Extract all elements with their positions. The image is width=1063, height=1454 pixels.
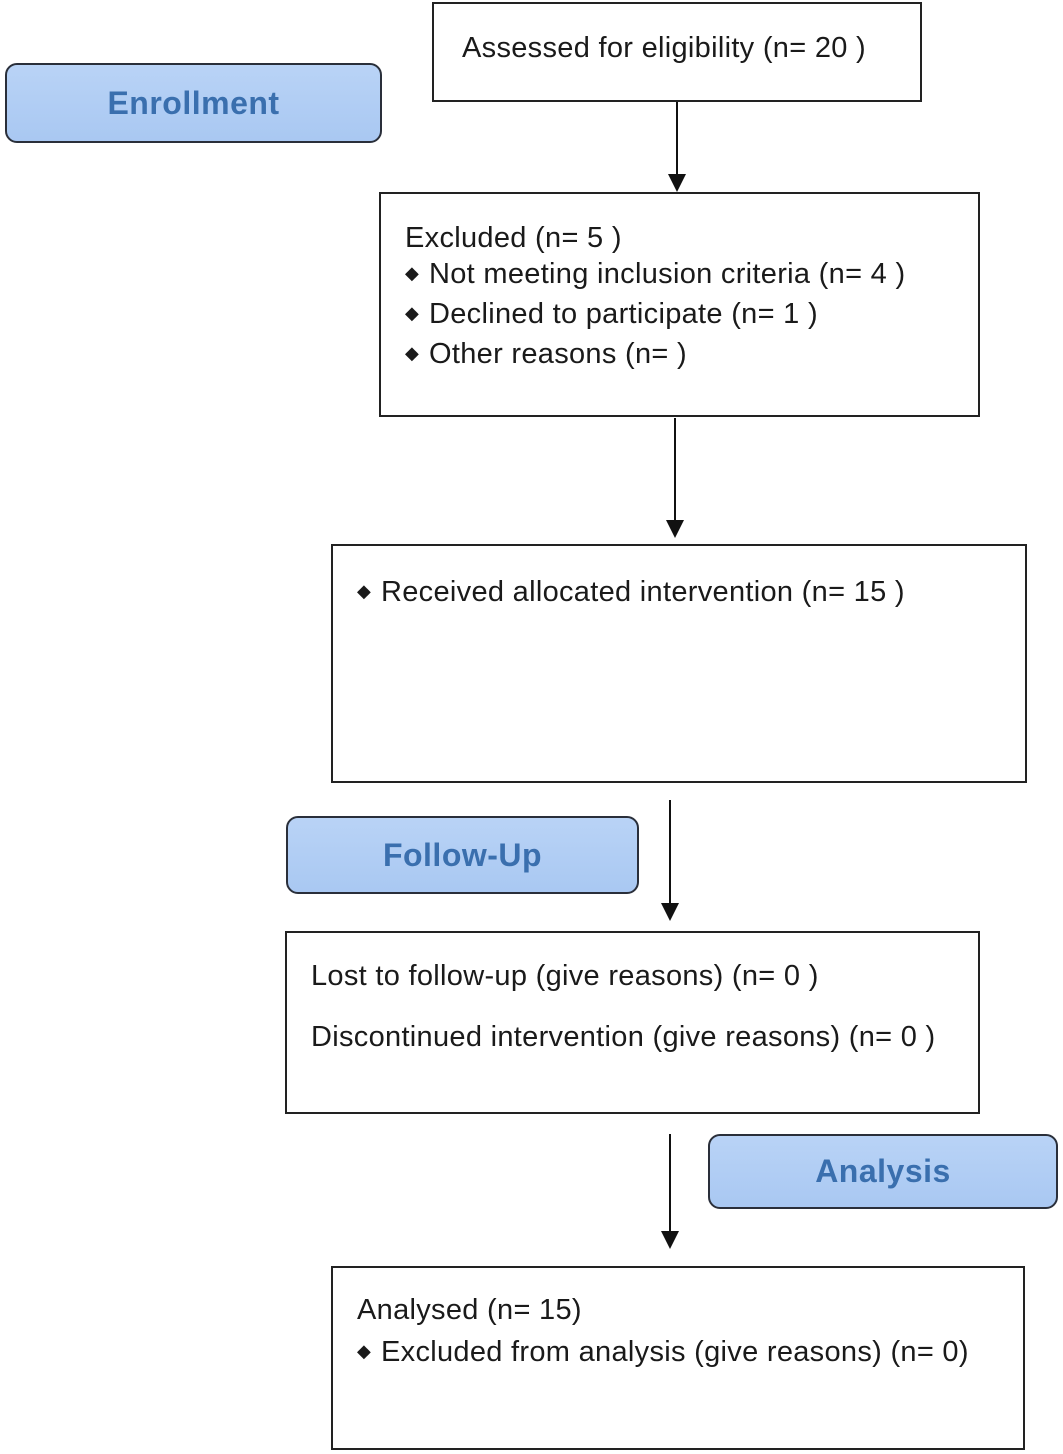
excluded-title: Excluded (n= 5 ): [405, 222, 622, 254]
stage-analysis: Analysis: [708, 1134, 1058, 1209]
lost-to-followup-text: Lost to follow-up (give reasons) (n= 0 ): [311, 960, 819, 992]
excluded-item: ◆Other reasons (n= ): [405, 338, 687, 370]
assessed-text: Assessed for eligibility (n= 20 ): [462, 32, 866, 64]
allocation-item: ◆Received allocated intervention (n= 15 …: [357, 576, 905, 608]
diamond-bullet-icon: ◆: [357, 580, 372, 601]
arrow-assessed-to-excluded: [668, 102, 686, 192]
diamond-bullet-icon: ◆: [357, 1340, 372, 1361]
analysed-title: Analysed (n= 15): [357, 1294, 582, 1326]
analysed-item: ◆Excluded from analysis (give reasons) (…: [357, 1336, 969, 1368]
diamond-bullet-icon: ◆: [405, 342, 420, 363]
diamond-bullet-icon: ◆: [405, 302, 420, 323]
stage-enrollment: Enrollment: [5, 63, 382, 143]
analysed-box: Analysed (n= 15) ◆Excluded from analysis…: [331, 1266, 1025, 1450]
allocation-box: ◆Received allocated intervention (n= 15 …: [331, 544, 1027, 783]
arrow-followup-to-analysed: [661, 1134, 679, 1249]
diamond-bullet-icon: ◆: [405, 262, 420, 283]
followup-box: Lost to follow-up (give reasons) (n= 0 )…: [285, 931, 980, 1114]
arrow-allocation-to-followup: [661, 800, 679, 921]
arrow-excluded-to-allocation: [666, 418, 684, 538]
excluded-item: ◆Declined to participate (n= 1 ): [405, 298, 818, 330]
stage-follow-up: Follow-Up: [286, 816, 639, 894]
excluded-item: ◆Not meeting inclusion criteria (n= 4 ): [405, 258, 906, 290]
excluded-box: Excluded (n= 5 ) ◆Not meeting inclusion …: [379, 192, 980, 417]
discontinued-text: Discontinued intervention (give reasons)…: [311, 1021, 936, 1053]
assessed-box: Assessed for eligibility (n= 20 ): [432, 2, 922, 102]
